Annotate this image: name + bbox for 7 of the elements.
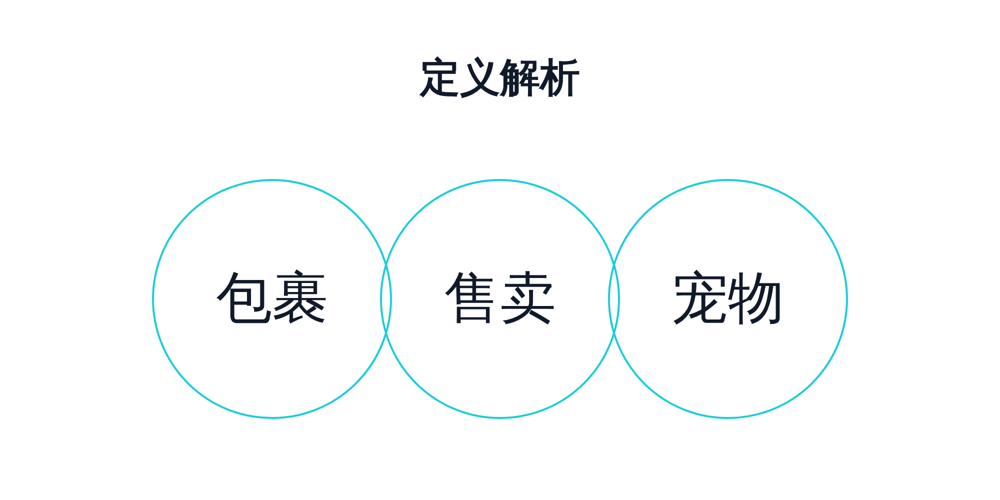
node-label: 宠物 — [672, 265, 784, 333]
node-label: 售卖 — [444, 265, 556, 333]
node-label: 包裹 — [216, 265, 328, 333]
circle-node — [608, 179, 848, 419]
circle-node — [152, 179, 392, 419]
circle-node — [380, 179, 620, 419]
title: 定义解析 — [420, 55, 580, 101]
